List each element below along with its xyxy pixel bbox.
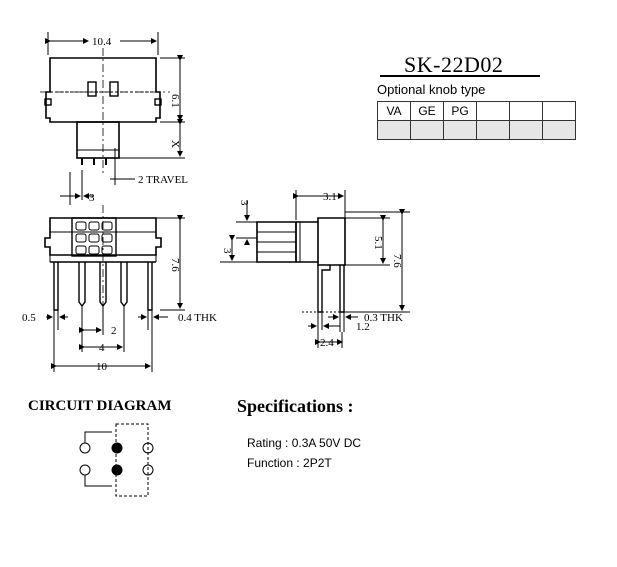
dim-lead-pitch: 2 xyxy=(111,325,117,337)
knob-cell xyxy=(509,101,543,121)
spec-function: Function : 2P2T xyxy=(247,456,332,470)
dim-side-5-1: 5.1 xyxy=(372,236,384,250)
dim-top-height: 6.1 xyxy=(169,94,181,108)
knob-cell: GE xyxy=(410,101,444,121)
knob-type-label: Optional knob type xyxy=(377,82,486,97)
dim-side-1-2: 1.2 xyxy=(356,321,370,333)
dim-top-width: 10.4 xyxy=(92,36,112,48)
knob-cell xyxy=(476,101,510,121)
dim-side-width: 3.1 xyxy=(323,191,337,203)
knob-cell xyxy=(443,120,477,140)
dim-side-7-6: 7.6 xyxy=(391,254,403,268)
dim-side-3b: 3 xyxy=(221,248,233,254)
knob-cell: PG xyxy=(443,101,477,121)
dim-side-2-4: 2.4 xyxy=(320,337,334,349)
spec-rating: Rating : 0.3A 50V DC xyxy=(247,436,362,450)
dim-lead-thk: 0.4 THK xyxy=(178,312,217,324)
dim-side-3a: 3 xyxy=(238,200,250,206)
knob-cell: VA xyxy=(377,101,411,121)
dim-side-thk: 0.3 THK xyxy=(364,312,403,324)
dim-front-height: 7.6 xyxy=(169,258,181,272)
dim-travel: 2 TRAVEL xyxy=(138,174,188,186)
specifications-title: Specifications : xyxy=(237,396,354,416)
dim-lead-left: 0.5 xyxy=(22,312,36,324)
dim-span-4: 4 xyxy=(99,342,105,354)
knob-row xyxy=(377,120,576,140)
knob-cell xyxy=(410,120,444,140)
front-view xyxy=(44,205,185,372)
knob-type-table: VA GE PG xyxy=(377,101,576,140)
dim-x: X xyxy=(169,140,181,148)
circuit-diagram-title: CIRCUIT DIAGRAM xyxy=(28,398,172,414)
top-view xyxy=(40,32,185,205)
side-view xyxy=(220,190,410,348)
part-number-title: SK-22D02 xyxy=(404,52,504,77)
knob-row: VA GE PG xyxy=(377,101,576,121)
knob-cell xyxy=(542,120,576,140)
dim-pitch-top: 3 xyxy=(89,192,95,204)
knob-cell xyxy=(377,120,411,140)
title-underline xyxy=(380,75,540,77)
circuit-schematic xyxy=(79,423,154,497)
knob-cell xyxy=(476,120,510,140)
knob-cell xyxy=(509,120,543,140)
dim-span-10: 10 xyxy=(96,361,108,373)
knob-cell xyxy=(542,101,576,121)
